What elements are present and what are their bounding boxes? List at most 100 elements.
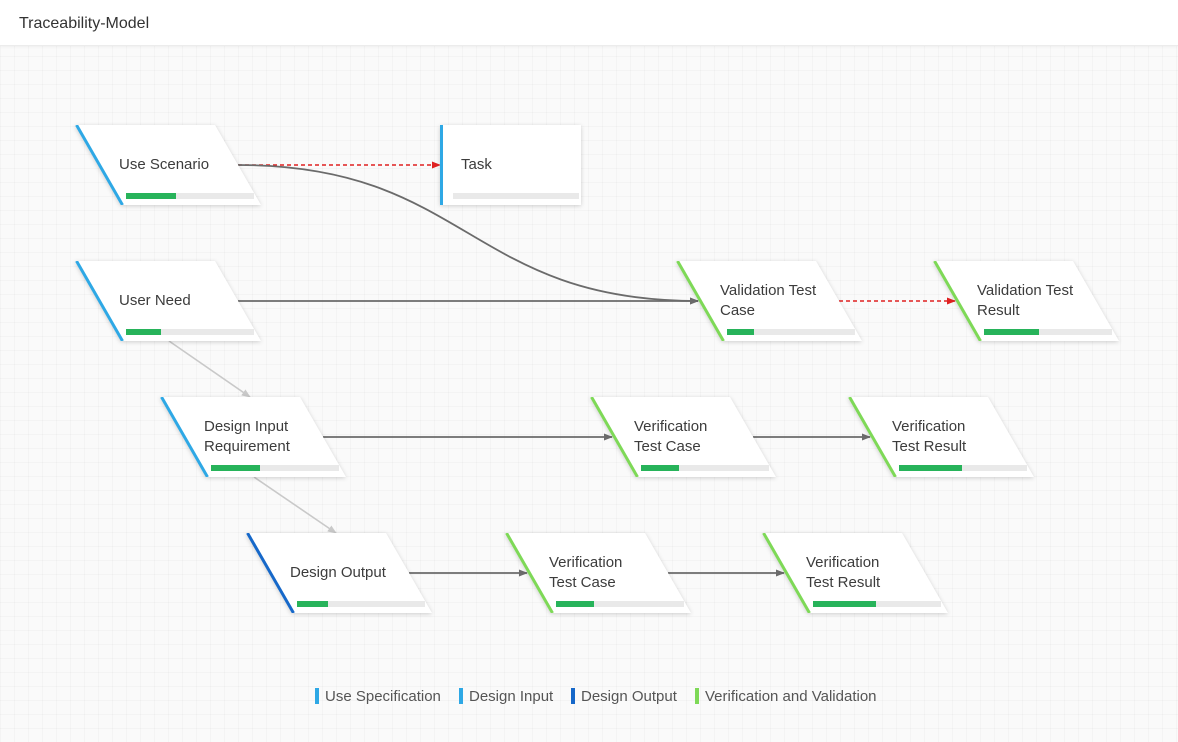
legend-swatch	[315, 688, 319, 704]
node-label-line: Test Case	[634, 438, 701, 455]
progress-bar	[813, 601, 941, 607]
category-accent-line	[762, 533, 811, 613]
node-task[interactable]: Task	[440, 125, 581, 205]
legend-swatch	[459, 688, 463, 704]
node-label-line: Result	[977, 302, 1020, 319]
progress-bar	[126, 329, 254, 335]
node-label: Use Scenario	[119, 155, 209, 175]
category-accent-line	[590, 397, 639, 477]
progress-bar	[126, 193, 254, 199]
progress-fill	[556, 601, 595, 607]
node-label-line: Test Result	[806, 574, 881, 591]
category-accent-line	[848, 397, 897, 477]
progress-fill	[211, 465, 260, 471]
progress-bar	[899, 465, 1027, 471]
progress-fill	[727, 329, 754, 335]
category-accent-line	[75, 261, 124, 341]
node-label-line: Test Case	[549, 574, 616, 591]
category-accent	[75, 261, 124, 341]
category-accent	[848, 397, 897, 477]
category-accent	[160, 397, 209, 477]
node-label-line: Test Result	[892, 438, 967, 455]
node-label-line: Verification	[806, 554, 880, 571]
legend-swatch	[695, 688, 699, 704]
node-label: Task	[461, 155, 492, 175]
legend-item-use-specification: Use Specification	[315, 687, 441, 705]
progress-fill	[641, 465, 680, 471]
legend-label: Verification and Validation	[705, 687, 877, 705]
category-accent	[75, 125, 124, 205]
node-label-line: Task	[461, 156, 492, 173]
edge-design-input-requirement-to-design-output[interactable]	[253, 476, 337, 534]
category-accent-line	[933, 261, 982, 341]
progress-fill	[126, 329, 161, 335]
legend-item-verification-validation: Verification and Validation	[695, 687, 877, 705]
progress-bar	[984, 329, 1112, 335]
page-title: Traceability-Model	[19, 15, 150, 32]
progress-bar	[453, 193, 579, 199]
node-label-line: Case	[720, 302, 756, 319]
node-label-line: Design Input	[204, 418, 289, 435]
node-label-line: Verification	[892, 418, 966, 435]
edge-user-need-to-design-input-requirement[interactable]	[168, 340, 251, 398]
edge-use-scenario-to-validation-test-case[interactable]	[237, 164, 699, 305]
progress-bar	[297, 601, 425, 607]
node-use-scenario[interactable]: Use Scenario	[75, 125, 261, 205]
node-label-line: Verification	[634, 418, 708, 435]
category-accent	[246, 533, 295, 613]
node-label-line: Validation Test	[720, 282, 817, 299]
node-label-line: Design Output	[290, 564, 386, 581]
progress-bar	[727, 329, 855, 335]
category-accent-line	[676, 261, 725, 341]
legend-label: Design Output	[581, 687, 677, 705]
node-design-output[interactable]: Design Output	[246, 533, 432, 613]
progress-fill	[813, 601, 876, 607]
node-user-need[interactable]: User Need	[75, 261, 261, 341]
progress-bar	[556, 601, 684, 607]
category-accent	[590, 397, 639, 477]
node-label-line: Use Scenario	[119, 156, 210, 173]
node-label-line: Requirement	[204, 438, 290, 455]
category-accent	[762, 533, 811, 613]
category-accent	[676, 261, 725, 341]
node-label: User Need	[119, 291, 191, 311]
legend-item-design-output: Design Output	[571, 687, 677, 705]
node-label-line: User Need	[119, 292, 191, 309]
progress-fill	[899, 465, 962, 471]
legend-swatch	[571, 688, 575, 704]
progress-fill	[126, 193, 176, 199]
legend-label: Design Input	[469, 687, 554, 705]
category-accent	[505, 533, 554, 613]
category-accent-line	[160, 397, 209, 477]
category-accent	[440, 125, 443, 205]
legend-item-design-input: Design Input	[459, 687, 554, 705]
legend-label: Use Specification	[325, 687, 441, 705]
progress-fill	[297, 601, 328, 607]
node-label: Design Output	[290, 563, 386, 583]
category-accent	[933, 261, 982, 341]
node-label-line: Validation Test	[977, 282, 1074, 299]
progress-fill	[984, 329, 1040, 335]
category-accent-line	[246, 533, 295, 613]
progress-bar	[641, 465, 769, 471]
category-accent-line	[75, 125, 124, 205]
app-header: Traceability-Model	[0, 0, 1178, 46]
node-shape	[440, 125, 581, 205]
node-label-line: Verification	[549, 554, 623, 571]
progress-bar	[211, 465, 339, 471]
